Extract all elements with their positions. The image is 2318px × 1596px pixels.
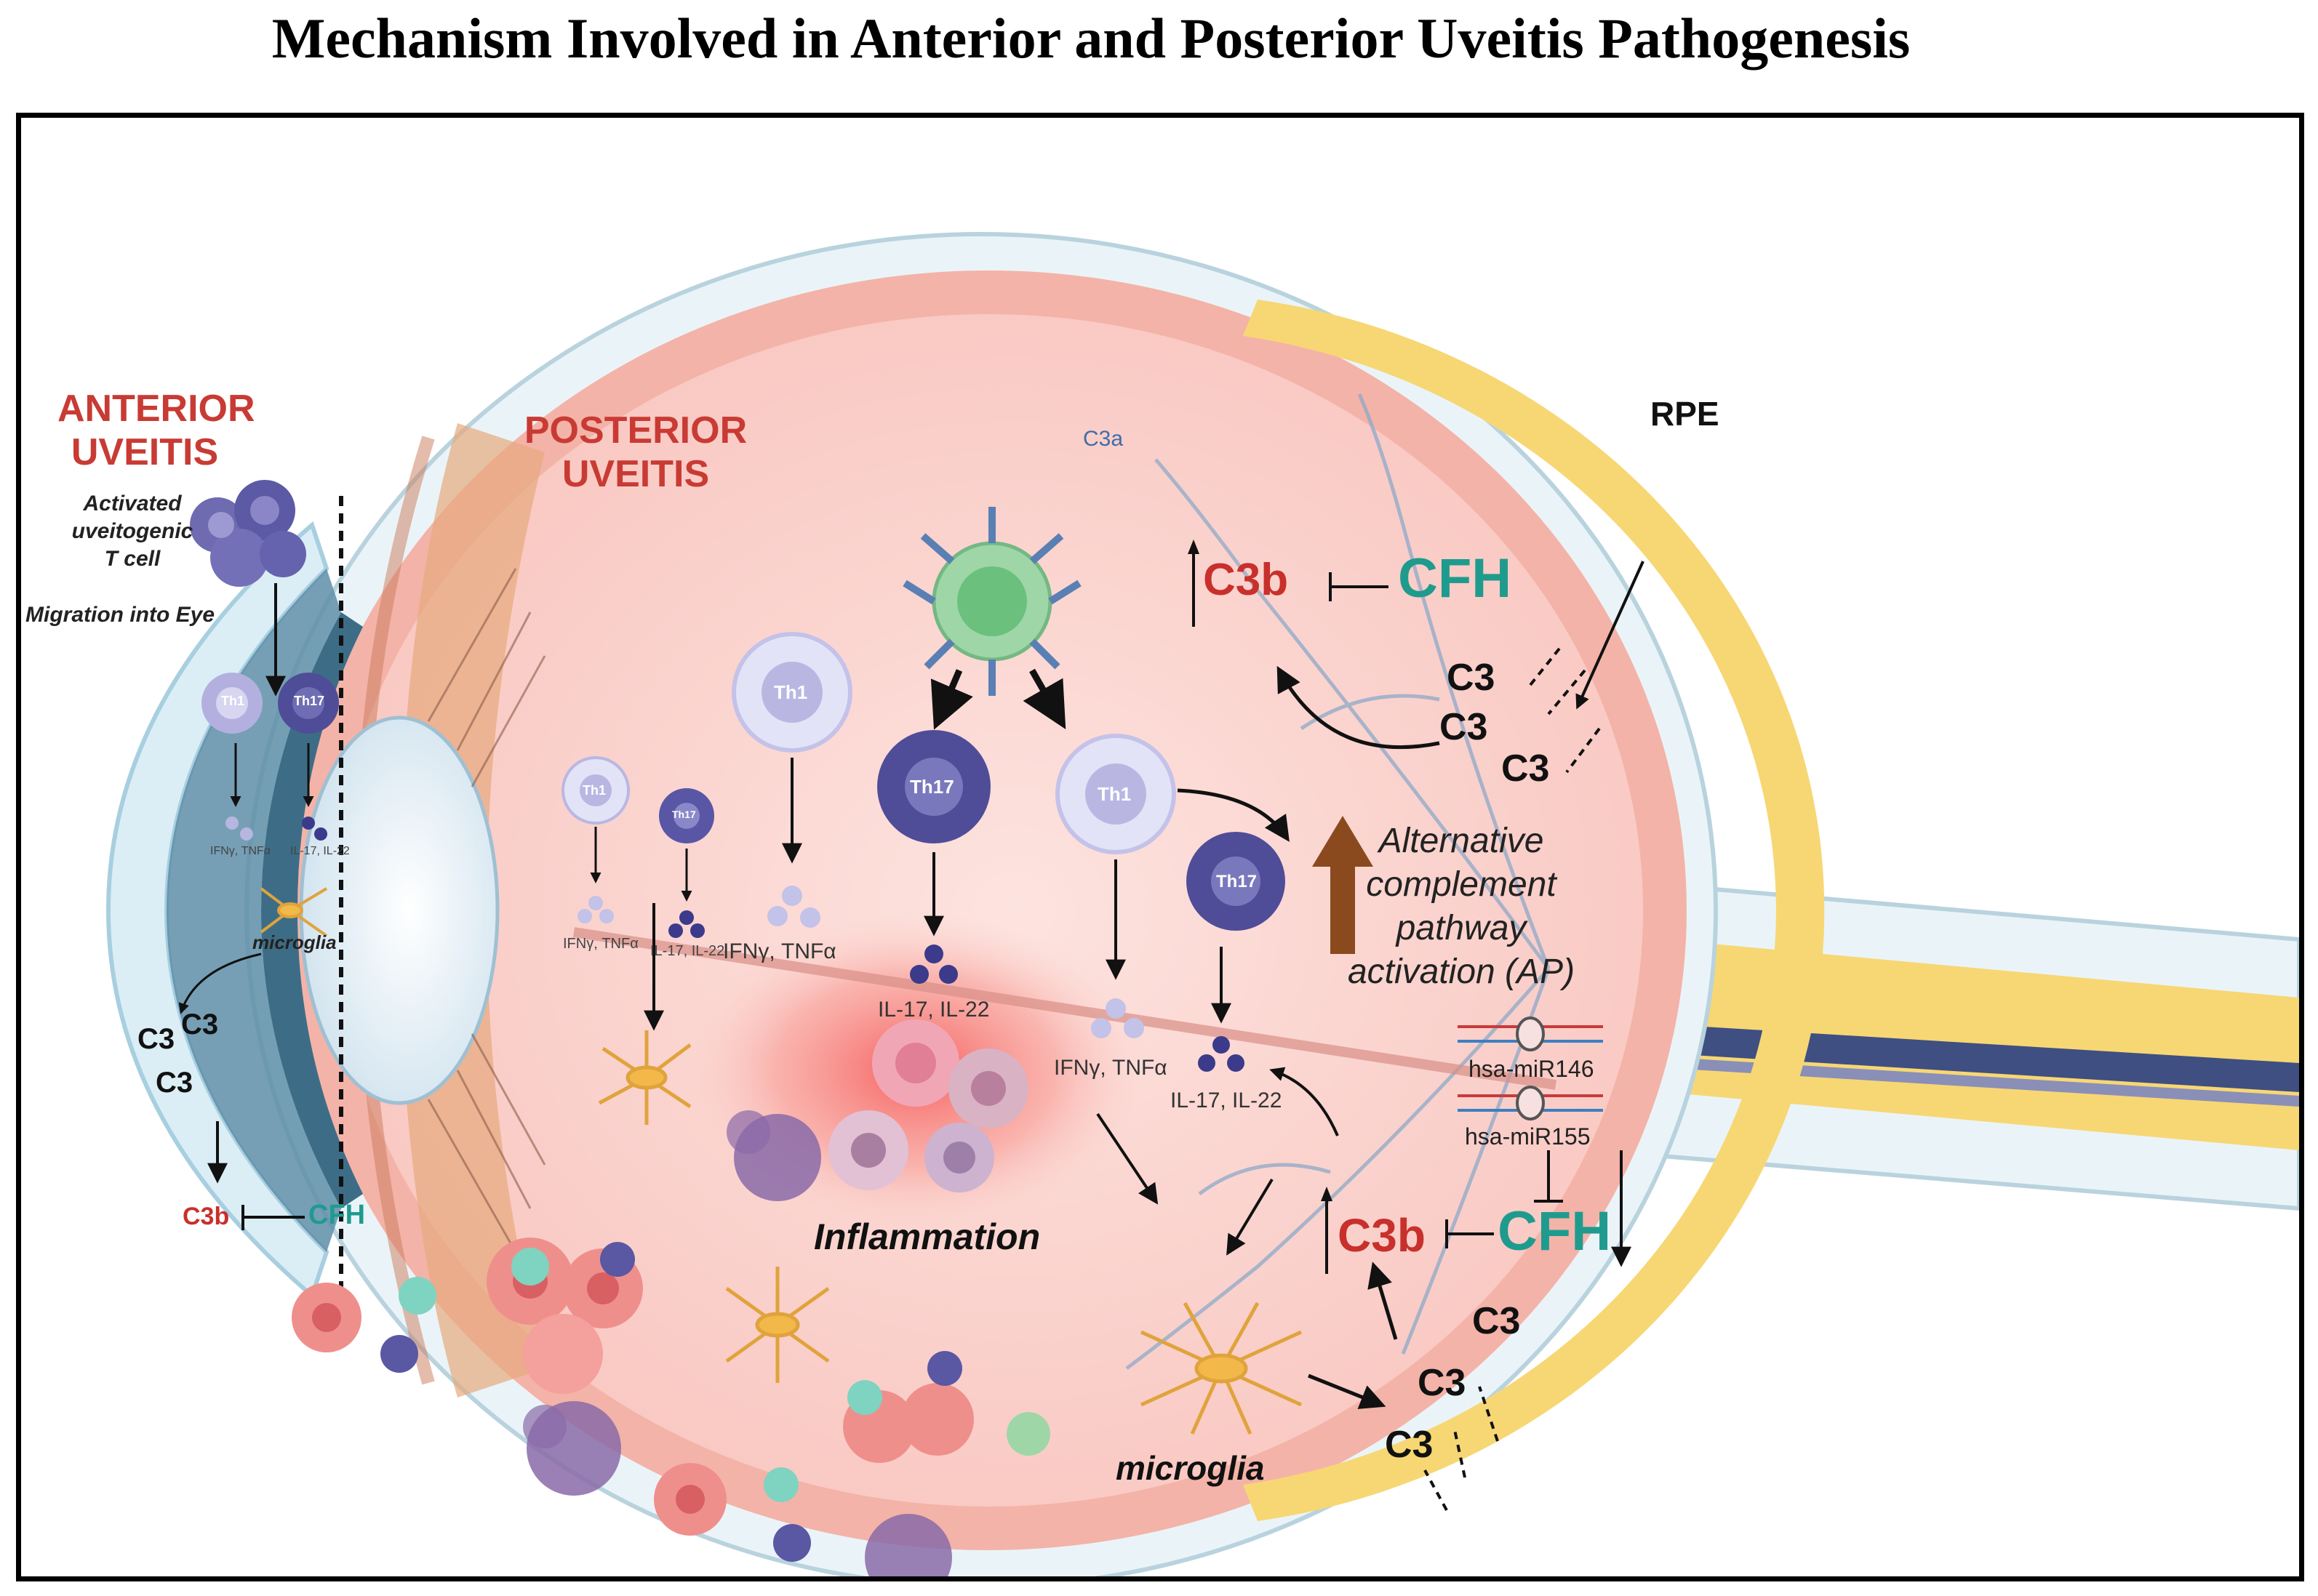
alt-line2: complement: [1366, 865, 1556, 904]
mir146-label: hsa-miR146: [1468, 1056, 1594, 1082]
anterior-c3-a: C3: [137, 1023, 175, 1055]
eye-illustration: [105, 232, 2299, 1576]
small-ifn-label: IFNγ, TNFα: [563, 936, 639, 952]
cytokine-dots-small: [577, 896, 705, 938]
iris: [261, 612, 363, 1208]
alternative-pathway-label: Alternative complement pathway activatio…: [1338, 819, 1585, 994]
microglia-cells: [598, 1030, 1303, 1435]
figure-title: Mechanism Involved in Anterior and Poste…: [271, 7, 1911, 70]
retinal-vessels: [1125, 393, 1551, 1370]
anterior-cytokine-il: IL-17, IL-22: [290, 845, 350, 857]
anterior-c3b: C3b: [183, 1203, 230, 1230]
th17-right-label: Th17: [1216, 872, 1258, 891]
c3-top-1: C3: [1447, 657, 1495, 699]
small-il-label: IL-17, IL-22: [650, 943, 725, 959]
infiltrating-cells: [487, 1238, 1050, 1562]
microglia-anterior: [260, 887, 328, 937]
th17-label: Th17: [910, 776, 954, 798]
cyt-il-2: IL-17, IL-22: [1170, 1088, 1282, 1112]
th1-label: Th1: [774, 681, 808, 703]
cfh-top: CFH: [1398, 548, 1512, 609]
mir155-label: hsa-miR155: [1465, 1123, 1591, 1150]
c3-bottom-2: C3: [1418, 1362, 1466, 1404]
zonules: [427, 568, 546, 1253]
anterior-uveitis-heading: ANTERIOR UVEITIS: [57, 387, 255, 474]
cyt-ifn-2: IFNγ, TNFα: [1054, 1056, 1167, 1080]
cyt-il-1: IL-17, IL-22: [878, 998, 990, 1022]
inflammation-label: Inflammation: [814, 1216, 1041, 1257]
posterior-heading-line1: POSTERIOR: [524, 409, 748, 452]
c3-bottom-3: C3: [1385, 1424, 1434, 1466]
th1-right-label: Th1: [1098, 783, 1132, 805]
cytokine-dots-th17: [910, 945, 958, 984]
rpe-label: RPE: [1650, 395, 1719, 433]
lens: [299, 715, 500, 1105]
posterior-uveitis-heading: POSTERIOR UVEITIS: [516, 409, 756, 496]
mirna-155-duplex: [1458, 1086, 1603, 1120]
activated-line3: T cell: [104, 547, 161, 571]
cyt-ifn-1: IFNγ, TNFα: [723, 939, 836, 963]
anterior-cytokine-ifn: IFNγ, TNFα: [210, 845, 271, 857]
cfh-bottom: CFH: [1498, 1200, 1612, 1262]
activated-line1: Activated: [83, 492, 182, 516]
c3a-presenting-cell: [903, 507, 1082, 696]
microglia-to-c3-arrow: [178, 953, 262, 1014]
c3-top-3: C3: [1501, 747, 1550, 790]
alt-line1: Alternative: [1378, 822, 1544, 860]
ap-activation-up-arrow: [1312, 816, 1373, 954]
vitreous-chamber: [334, 314, 1643, 1507]
inflammatory-cells: [828, 1019, 1028, 1192]
posterior-heading-line2: UVEITIS: [561, 453, 710, 495]
macrophages: [523, 1110, 952, 1576]
activated-t-cell-label: Activated uveitogenic T cell: [41, 490, 223, 573]
posterior-microglia-label: microglia: [1116, 1449, 1265, 1487]
anterior-c3-b: C3: [181, 1008, 219, 1040]
cytokine-dots-anterior: [225, 817, 327, 841]
activated-t-cell-cluster: [190, 480, 306, 587]
diagram-frame: ANTERIOR UVEITIS Activated uveitogenic T…: [16, 113, 2304, 1581]
mirna-146-duplex: [1458, 1016, 1603, 1051]
immune-cells-anterior-bottom: [292, 1277, 436, 1373]
alt-line3: pathway: [1396, 909, 1527, 947]
small-th1-label: Th1: [583, 783, 607, 798]
anterior-th17-label: Th17: [294, 694, 325, 708]
c3b-bottom: C3b: [1338, 1209, 1426, 1262]
activated-line2: uveitogenic: [71, 519, 193, 543]
c3b-top: C3b: [1203, 555, 1289, 605]
alt-line4: activation (AP): [1347, 953, 1575, 991]
anterior-heading-line1: ANTERIOR: [57, 388, 255, 430]
anterior-th1-label: Th1: [221, 694, 245, 708]
small-th17-label: Th17: [672, 809, 696, 820]
visual-axis: [572, 927, 1557, 1090]
c3-bottom-1: C3: [1472, 1300, 1521, 1342]
c3-top-2: C3: [1439, 706, 1488, 748]
migration-label: Migration into Eye: [25, 603, 215, 627]
cytokine-dots-th1: [767, 886, 820, 928]
anterior-microglia-label: microglia: [252, 931, 337, 953]
anterior-chamber: [167, 569, 341, 1252]
anterior-heading-line2: UVEITIS: [71, 431, 219, 473]
anterior-c3-c: C3: [156, 1067, 193, 1099]
c3a-label: C3a: [1083, 427, 1124, 451]
anterior-cfh: CFH: [308, 1200, 366, 1230]
